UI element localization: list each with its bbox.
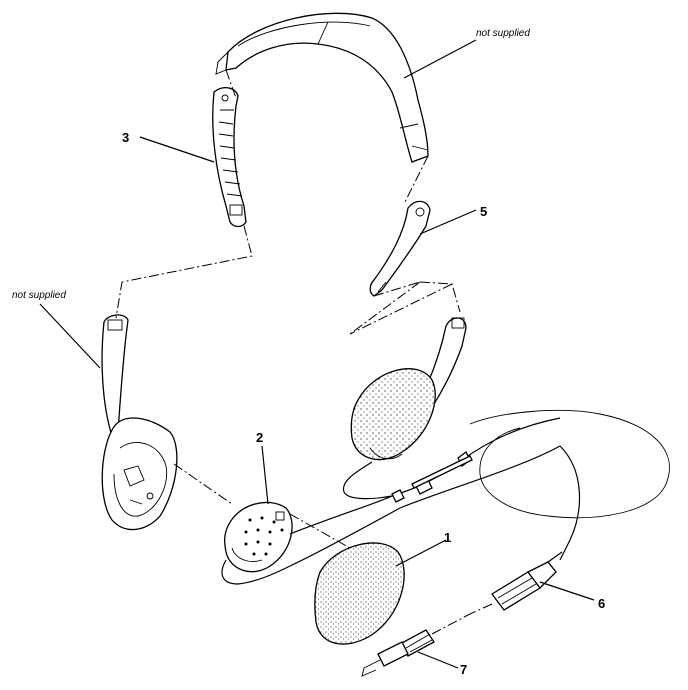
callout-3: 3 [122,130,129,145]
part-6-connector [469,551,563,615]
note-not-supplied-arm: not supplied [12,290,66,301]
assembly-lines [115,69,461,549]
part-2-speaker [224,501,293,573]
part-7-jack-adapter [361,613,471,677]
right-arm-earcup [350,317,467,461]
note-not-supplied-headband: not supplied [476,28,530,39]
callout-6: 6 [598,596,605,611]
left-arm-housing [101,314,178,531]
callout-2: 2 [256,430,263,445]
leader-lines [39,39,595,669]
cable-assembly [221,409,670,585]
callout-7: 7 [460,662,467,677]
headband [215,12,429,163]
callout-1: 1 [444,530,451,545]
part-3-slider [212,86,247,228]
part-1-foam-cushion [314,542,405,645]
callout-5: 5 [480,204,487,219]
part-5-slider [369,200,431,297]
